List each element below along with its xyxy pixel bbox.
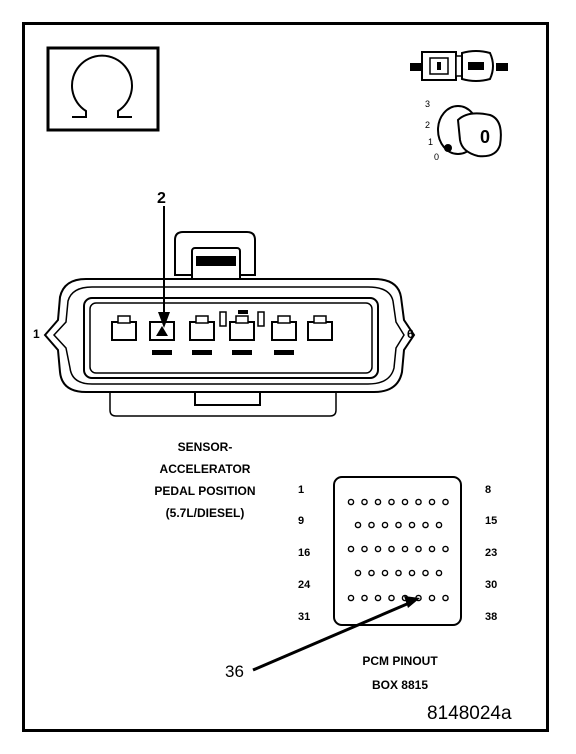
figure-id: 8148024a: [427, 703, 512, 724]
pcm-pin: [374, 545, 382, 553]
pcm-pin: [361, 545, 368, 553]
pcm-pin: [422, 521, 429, 529]
terminal-3: [189, 315, 215, 355]
ignition-pos-2: 2: [425, 120, 430, 130]
pcm-pin: [401, 498, 409, 506]
pcm-row-start-2: 9: [298, 515, 305, 527]
pcm-pin: [408, 569, 416, 577]
pcm-pin: [354, 569, 362, 577]
terminal-1: [111, 315, 137, 341]
pcm-pin: [435, 569, 443, 577]
pcm-row-start-1: 1: [298, 484, 305, 496]
ignition-pos-1: 1: [428, 137, 433, 147]
sensor-caption-line-3: PEDAL POSITION: [154, 484, 256, 498]
pcm-pin: [347, 545, 355, 553]
pcm-row-end-3: 23: [485, 547, 498, 559]
pcm-pinout-box: [252, 476, 462, 672]
pcm-pin: [415, 498, 422, 506]
sensor-caption-line-1: SENSOR-: [177, 440, 233, 454]
ohm-icon: [46, 46, 160, 132]
pcm-pin: [374, 594, 382, 602]
pcm-pin: [428, 594, 436, 602]
pcm-pin: [428, 498, 436, 506]
pcm-pins: [347, 498, 449, 602]
ignition-pos-3: 3: [425, 99, 430, 109]
callout-36-label: 36: [225, 662, 244, 681]
pcm-pin: [361, 498, 368, 506]
pcm-pin: [435, 521, 443, 529]
pin-6-label: 6: [407, 327, 414, 341]
ignition-pos-0: 0: [434, 152, 439, 162]
pcm-row-end-1: 8: [485, 484, 492, 496]
pcm-pin: [374, 498, 382, 506]
pcm-pin: [388, 594, 395, 602]
disconnect-connector-icon: [410, 50, 508, 82]
ignition-key-icon: 3 2 1 0 0: [425, 99, 502, 162]
figure-frame: [22, 22, 549, 732]
terminal-2: [149, 321, 175, 355]
pcm-pin: [415, 545, 422, 553]
terminal-4: [219, 310, 265, 355]
sensor-connector: [43, 206, 416, 417]
pcm-pin: [442, 594, 449, 602]
pcm-caption-line-2: BOX 8815: [371, 678, 429, 692]
pcm-pin: [347, 498, 355, 506]
terminal-5: [271, 315, 297, 355]
pcm-pin: [381, 569, 389, 577]
pcm-pin: [381, 521, 389, 529]
pcm-row-start-4: 24: [298, 579, 311, 591]
pcm-row-end-4: 30: [485, 579, 498, 591]
pcm-pin: [361, 594, 368, 602]
pcm-pin: [354, 521, 362, 529]
pin-1-label: 1: [33, 327, 40, 341]
pcm-caption-line-1: PCM PINOUT: [362, 654, 438, 668]
pcm-pin: [347, 594, 355, 602]
pcm-pin: [401, 545, 409, 553]
pcm-pin: [442, 545, 449, 553]
key-label: 0: [480, 127, 490, 147]
pcm-row-start-5: 31: [298, 611, 311, 623]
pcm-pin: [442, 498, 449, 506]
pcm-pin: [428, 545, 436, 553]
terminal-6: [307, 315, 333, 341]
pcm-row-end-2: 15: [485, 515, 498, 527]
sensor-caption-line-4: (5.7L/DIESEL): [165, 506, 245, 520]
pcm-pin: [395, 521, 402, 529]
callout-2-label: 2: [157, 190, 166, 207]
pcm-pin: [368, 569, 375, 577]
pcm-pin: [368, 521, 375, 529]
pcm-row-start-3: 16: [298, 547, 311, 559]
sensor-caption-line-2: ACCELERATOR: [159, 462, 251, 476]
pcm-row-end-5: 38: [485, 611, 498, 623]
pcm-pin: [395, 569, 402, 577]
pcm-pin: [388, 545, 395, 553]
pcm-pin: [388, 498, 395, 506]
callout-36-arrow: [252, 599, 415, 672]
pcm-pin: [408, 521, 416, 529]
pcm-pin: [422, 569, 429, 577]
